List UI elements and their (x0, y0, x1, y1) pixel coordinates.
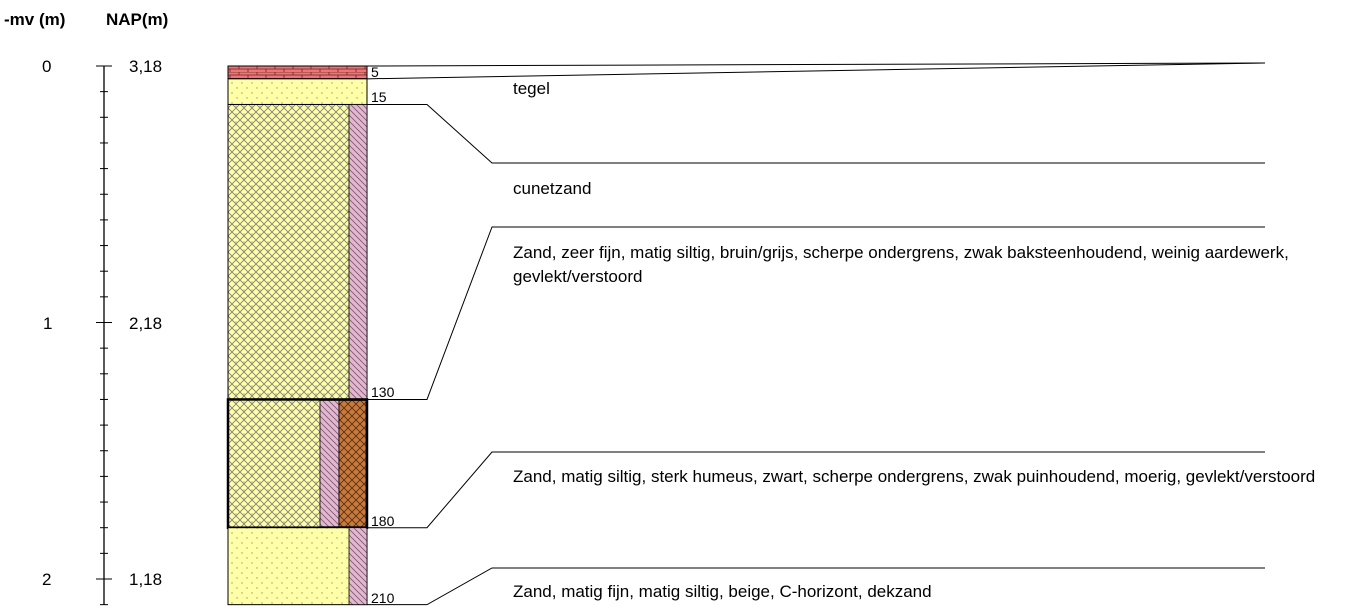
nap-tick-label-0: 3,18 (129, 57, 163, 76)
layer-connector (367, 226, 1265, 400)
depth-axis (96, 65, 112, 606)
layer-connector (367, 451, 1265, 529)
layer-description: tegel (513, 79, 550, 98)
layer-tegel (227, 65, 368, 80)
layer-silt-strip (348, 527, 368, 606)
layer-sand (227, 527, 368, 606)
nap-tick-label-2: 1,18 (129, 570, 163, 589)
layer-connector (366, 62, 1266, 80)
layer-bottom-label: 180 (371, 512, 395, 529)
layer-humus-strip (338, 400, 367, 528)
depth-tick-label-0: 0 (42, 57, 52, 76)
layer-sand (227, 78, 368, 105)
layer-bottom-label: 5 (371, 63, 379, 80)
layer-description: Zand, matig fijn, matig siltig, beige, C… (513, 582, 932, 601)
layer-description: Zand, matig siltig, sterk humeus, zwart,… (513, 467, 1316, 486)
header-nap: NAP(m) (106, 10, 169, 29)
layer-sand-fine (227, 103, 368, 400)
layer-bottom-label: 210 (371, 589, 395, 606)
header-depth: -mv (m) (4, 10, 66, 29)
layer-silt-strip (348, 104, 368, 400)
layer-description: cunetzand (513, 179, 592, 198)
layer-silt-strip (319, 400, 340, 528)
layer-bottom-label: 15 (371, 89, 387, 106)
layer-bottom-label: 130 (371, 384, 395, 401)
connector-lines (366, 62, 1266, 606)
nap-tick-label-1: 2,18 (129, 314, 163, 333)
layer-description: Zand, zeer fijn, matig siltig, bruin/gri… (513, 243, 1289, 286)
depth-tick-label-1: 1 (43, 314, 53, 333)
depth-tick-label-2: 2 (42, 570, 52, 589)
layer-column (226, 65, 369, 606)
layer-connector (367, 567, 1265, 606)
layer-connector (367, 103, 1265, 164)
top-connector (366, 62, 1266, 67)
